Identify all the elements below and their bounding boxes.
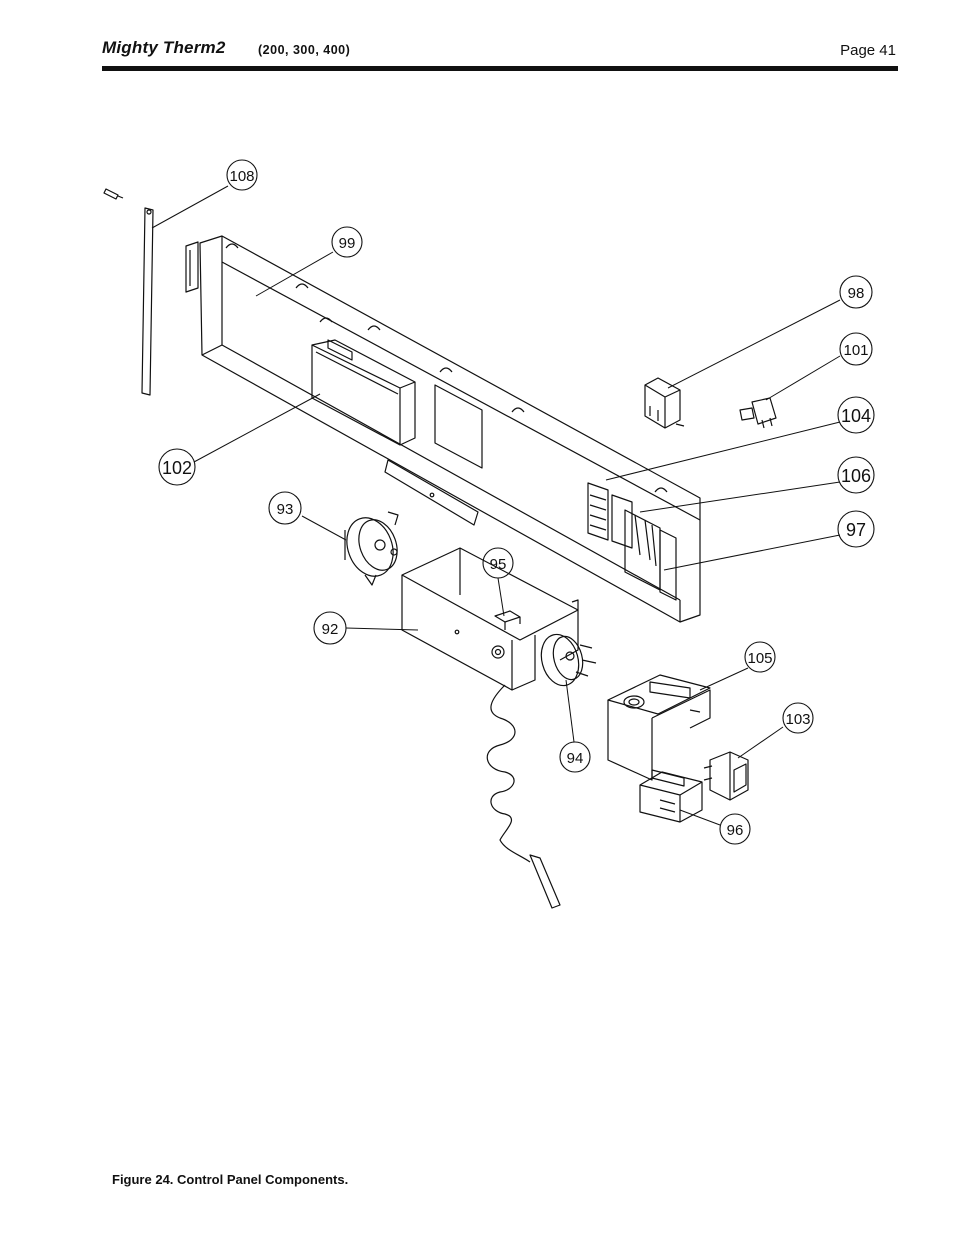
figure-caption: Figure 24. Control Panel Components. <box>112 1172 349 1187</box>
callout-95: 95 <box>490 556 507 573</box>
callout-circle-98 <box>839 275 873 309</box>
callout-94: 94 <box>567 750 584 767</box>
callout-circle-103 <box>782 702 814 734</box>
callout-102: 102 <box>162 458 192 478</box>
callout-106: 106 <box>841 466 871 486</box>
callout-103: 103 <box>785 711 810 728</box>
callout-97: 97 <box>846 520 866 540</box>
callout-circle-93 <box>268 491 302 525</box>
part-98-relay <box>644 377 685 429</box>
part-105-cover <box>607 674 711 781</box>
leader-lines <box>151 185 841 826</box>
callout-circle-95 <box>482 547 514 579</box>
part-95-terminal <box>494 610 521 630</box>
callout-circle-96 <box>719 813 751 845</box>
callout-96: 96 <box>727 822 744 839</box>
sensor-capillary <box>486 684 561 909</box>
callout-circle-94 <box>559 741 591 773</box>
callout-circle-99 <box>331 226 363 258</box>
callout-circle-105 <box>744 641 776 673</box>
part-102-module-box <box>311 339 416 446</box>
callout-105: 105 <box>747 650 772 667</box>
callout-circle-106 <box>837 456 875 494</box>
callout-circle-92 <box>313 611 347 645</box>
callout-93: 93 <box>277 501 294 518</box>
part-103-rocker-switch <box>703 751 749 801</box>
part-96-transformer <box>639 769 703 823</box>
part-93-pressure-switch <box>344 511 399 586</box>
callout-circle-102 <box>158 448 196 486</box>
callout-circle-108 <box>226 159 258 191</box>
part-99-control-panel <box>185 235 701 623</box>
callout-circles <box>158 159 875 845</box>
callout-labels: 108 99 98 101 104 102 106 97 93 95 92 10… <box>162 168 871 839</box>
callout-circle-97 <box>837 510 875 548</box>
callout-circle-101 <box>839 332 873 366</box>
part-108-strap <box>103 188 154 396</box>
document-title: Mighty Therm2 <box>102 38 226 57</box>
callout-circle-104 <box>837 396 875 434</box>
model-numbers: (200, 300, 400) <box>258 43 351 57</box>
page-number: Page 41 <box>840 42 896 59</box>
part-101-toggle-switch <box>739 397 777 429</box>
part-92-enclosure <box>401 547 579 691</box>
callout-92: 92 <box>322 621 339 638</box>
header-rule <box>102 66 898 71</box>
callout-99: 99 <box>339 235 356 252</box>
callout-101: 101 <box>843 342 868 359</box>
callout-104: 104 <box>841 406 871 426</box>
callout-98: 98 <box>848 285 865 302</box>
callout-108: 108 <box>229 168 254 185</box>
